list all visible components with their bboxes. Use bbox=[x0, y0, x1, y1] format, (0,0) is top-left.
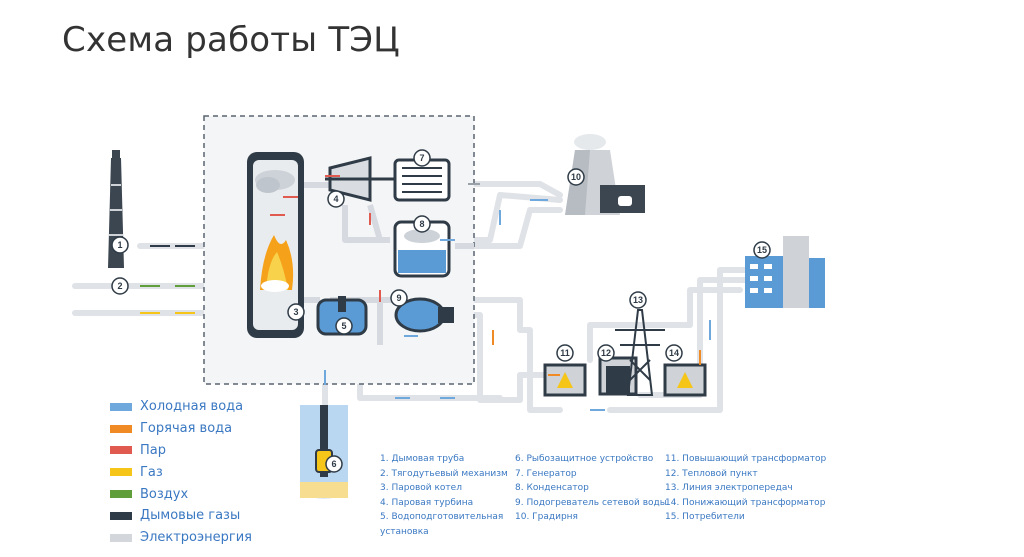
key-item: 10. Градирня bbox=[515, 512, 578, 523]
key-item: 1. Дымовая труба bbox=[380, 454, 465, 464]
diagram-title: Схема работы ТЭЦ bbox=[62, 20, 400, 60]
pipe-elec-2 bbox=[587, 287, 743, 363]
legend-item: Пар bbox=[110, 440, 252, 462]
legend-item: Газ bbox=[110, 461, 252, 483]
step-down-transformer bbox=[663, 363, 707, 397]
marker-10: 10 bbox=[567, 168, 585, 186]
legend-label: Холодная вода bbox=[140, 399, 244, 415]
pipe-elec-3 bbox=[607, 267, 748, 413]
marker-label: 1 bbox=[117, 240, 122, 250]
legend-item: Дымовые газы bbox=[110, 505, 252, 527]
marker-label: 10 bbox=[571, 172, 581, 182]
legend-item: Холодная вода bbox=[110, 396, 252, 418]
power-line bbox=[615, 309, 665, 396]
pipe-cold bbox=[452, 207, 563, 249]
marker-3: 3 bbox=[287, 303, 305, 321]
key-column-1: 1. Дымовая труба 2. Тягодутьевый механиз… bbox=[380, 452, 508, 540]
marker-12: 12 bbox=[597, 344, 615, 362]
marker-7: 7 bbox=[413, 149, 431, 167]
key-item: 5. Водоподготовительная bbox=[380, 512, 504, 523]
fish-protection-device bbox=[300, 405, 348, 499]
legend-swatch bbox=[110, 424, 132, 433]
legend-item: Электроэнергия bbox=[110, 527, 252, 549]
marker-label: 14 bbox=[669, 348, 679, 358]
condenser bbox=[393, 220, 451, 278]
marker-label: 3 bbox=[293, 307, 298, 317]
key-item: 3. Паровой котел bbox=[380, 483, 462, 494]
key-item: 15. Потребители bbox=[665, 512, 745, 523]
legend-swatch bbox=[110, 533, 132, 542]
generator bbox=[393, 158, 451, 202]
marker-label: 11 bbox=[560, 348, 570, 358]
legend-label: Горячая вода bbox=[140, 421, 233, 437]
marker-label: 4 bbox=[333, 194, 338, 204]
marker-5: 5 bbox=[335, 317, 353, 335]
key-item: 9. Подогреватель сетевой воды bbox=[515, 497, 667, 508]
legend-swatch bbox=[110, 446, 132, 455]
legend-label: Электроэнергия bbox=[140, 530, 252, 546]
steam-boiler bbox=[247, 152, 304, 338]
marker-15: 15 bbox=[753, 241, 771, 259]
legend-label: Дымовые газы bbox=[140, 508, 241, 524]
marker-label: 8 bbox=[419, 219, 424, 229]
marker-label: 6 bbox=[331, 459, 336, 469]
key-item: 11. Повышающий трансформатор bbox=[665, 454, 827, 464]
key-column-2: 6. Рыбозащитное устройство 7. Генератор … bbox=[515, 452, 667, 525]
key-item: 12. Тепловой пункт bbox=[665, 468, 758, 479]
steam-turbine bbox=[325, 156, 395, 202]
marker-11: 11 bbox=[556, 344, 574, 362]
marker-label: 13 bbox=[633, 295, 643, 305]
consumers-buildings bbox=[745, 236, 825, 308]
legend-item: Горячая вода bbox=[110, 418, 252, 440]
key-column-3: 11. Повышающий трансформатор 12. Теплово… bbox=[665, 452, 826, 525]
marker-14: 14 bbox=[665, 344, 683, 362]
key-item: 4. Паровая турбина bbox=[380, 497, 474, 508]
pipe-elec-1 bbox=[452, 297, 563, 413]
legend-label: Пар bbox=[140, 442, 166, 458]
marker-label: 12 bbox=[601, 348, 611, 358]
legend-swatch bbox=[110, 402, 132, 411]
marker-8: 8 bbox=[413, 215, 431, 233]
marker-label: 9 bbox=[396, 293, 401, 303]
key-item: 14. Понижающий трансформатор bbox=[665, 497, 826, 508]
marker-1: 1 bbox=[111, 236, 129, 254]
marker-label: 5 bbox=[341, 321, 346, 331]
marker-13: 13 bbox=[629, 291, 647, 309]
key-item: 7. Генератор bbox=[515, 468, 577, 479]
step-up-transformer bbox=[543, 363, 587, 397]
legend-label: Воздух bbox=[140, 486, 189, 502]
cooling-tower bbox=[565, 134, 645, 215]
marker-label: 15 bbox=[757, 245, 767, 255]
marker-label: 7 bbox=[419, 153, 424, 163]
legend-swatch bbox=[110, 468, 132, 477]
key-item: 13. Линия электропередач bbox=[665, 483, 793, 494]
marker-label: 2 bbox=[117, 281, 122, 291]
marker-2: 2 bbox=[111, 277, 129, 295]
marker-9: 9 bbox=[390, 289, 408, 307]
key-item: 6. Рыбозащитное устройство bbox=[515, 454, 654, 464]
legend-swatch bbox=[110, 511, 132, 520]
legend-label: Газ bbox=[140, 464, 163, 480]
marker-6: 6 bbox=[325, 455, 343, 473]
network-water-heater bbox=[394, 297, 454, 333]
flow-arrows bbox=[140, 175, 711, 411]
key-item: 2. Тягодутьевый механизм bbox=[380, 468, 508, 479]
marker-4: 4 bbox=[327, 190, 345, 208]
key-item: 8. Конденсатор bbox=[515, 483, 589, 494]
legend-item: Воздух bbox=[110, 483, 252, 505]
legend-swatch bbox=[110, 490, 132, 499]
key-item: установка bbox=[380, 526, 429, 537]
